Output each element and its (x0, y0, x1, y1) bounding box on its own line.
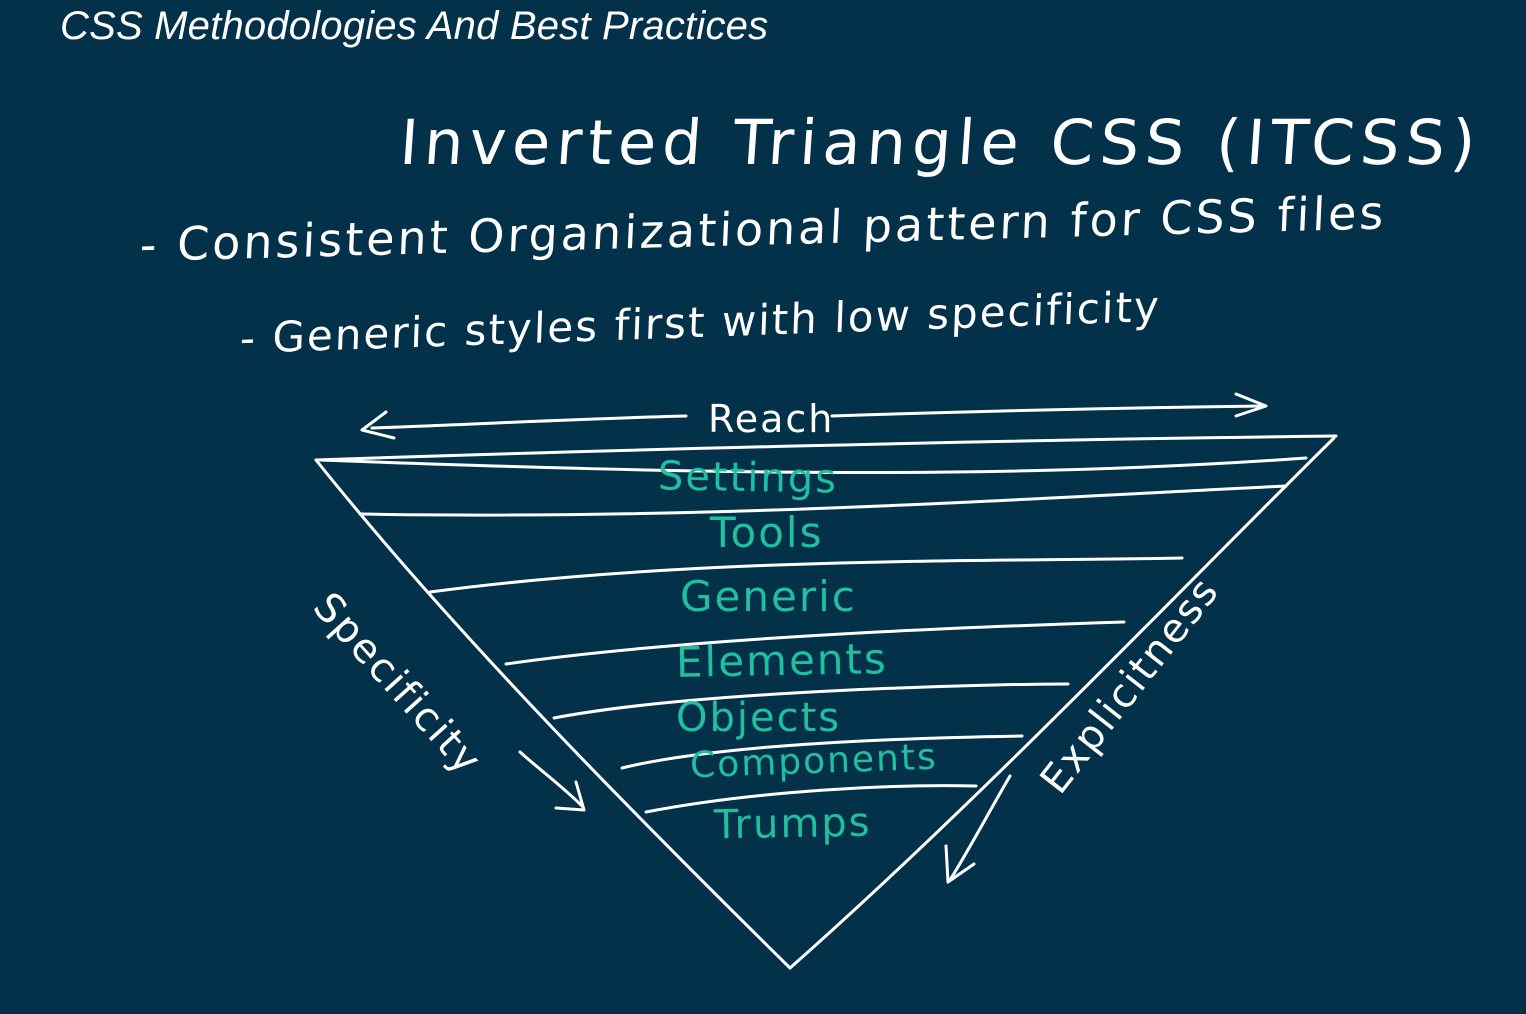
slide-title: CSS Methodologies And Best Practices (60, 4, 769, 48)
layer-components: Components (689, 736, 939, 787)
explicitness-arrow (948, 774, 1012, 882)
layer-divider-5 (552, 682, 1070, 720)
layer-divider-2 (358, 484, 1288, 517)
explicitness-arrow-head (944, 844, 976, 884)
triangle-left-edge (314, 458, 792, 970)
layer-divider-6 (620, 734, 1024, 770)
layer-generic: Generic (680, 572, 857, 621)
reach-arrow-right-head (1234, 392, 1268, 418)
triangle-top-edge (314, 434, 1338, 462)
layer-divider-1 (318, 456, 1308, 475)
layer-divider-3 (428, 556, 1184, 594)
layer-settings: Settings (657, 453, 839, 503)
layer-trumps: Trumps (713, 799, 872, 849)
layer-tools: Tools (710, 508, 824, 557)
specificity-arrow (518, 750, 584, 808)
layer-divider-4 (504, 620, 1126, 666)
reach-arrow-right (830, 404, 1264, 418)
reach-label: Reach (708, 397, 835, 441)
reach-arrow-left-head (360, 410, 396, 440)
reach-arrow-left (370, 414, 688, 430)
specificity-arrow-head (554, 780, 586, 812)
layer-divider-7 (644, 784, 978, 814)
layer-objects: Objects (676, 695, 842, 741)
layer-elements: Elements (675, 634, 889, 687)
triangle-right-edge (788, 436, 1336, 970)
itcss-heading: Inverted Triangle CSS (ITCSS) (397, 106, 1484, 179)
